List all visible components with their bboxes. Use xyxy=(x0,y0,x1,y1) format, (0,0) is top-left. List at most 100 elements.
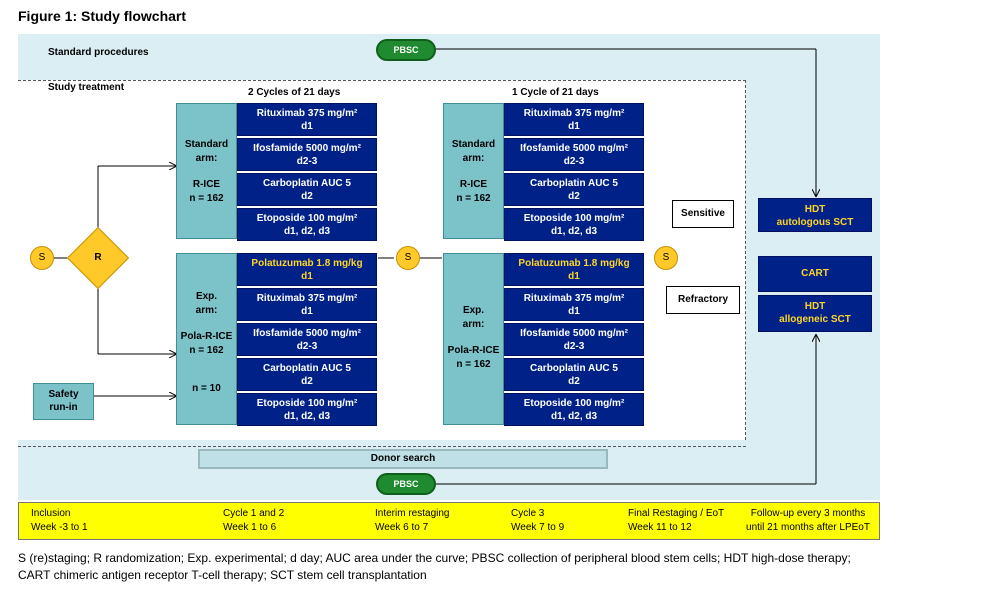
safety-run-in-box: Safety run-in xyxy=(33,383,94,420)
drug-box-etoposide: Etoposide 100 mg/m² d1, d2, d3 xyxy=(237,208,377,241)
drug-box-ifosfamide: Ifosfamide 5000 mg/m² d2-3 xyxy=(237,323,377,356)
hdt-allogeneic-box: HDT allogeneic SCT xyxy=(758,295,872,332)
arm-n: n = 162 xyxy=(456,193,491,204)
hdt-allo-line1: HDT xyxy=(804,301,826,312)
drug-line1: Etoposide 100 mg/m² xyxy=(523,398,625,409)
study-treatment-label: Study treatment xyxy=(48,82,125,93)
hdt-autologous-box: HDT autologous SCT xyxy=(758,198,872,232)
arm-n-safety: n = 10 xyxy=(192,383,221,394)
drug-line1: Rituximab 375 mg/m² xyxy=(523,293,625,304)
arm-name: Exp. xyxy=(195,291,218,302)
drug-box-polatuzumab: Polatuzumab 1.8 mg/kg d1 xyxy=(504,253,644,286)
timeline-follow-up: Follow-up every 3 months until 21 months … xyxy=(739,507,877,535)
drug-line2: d2-3 xyxy=(563,156,585,167)
arm-n: n = 162 xyxy=(456,359,491,370)
drug-line1: Polatuzumab 1.8 mg/kg xyxy=(251,258,363,269)
drug-line1: Etoposide 100 mg/m² xyxy=(256,398,358,409)
safety-line2: run-in xyxy=(49,402,78,413)
timeline-line1: Final Restaging / EoT xyxy=(628,508,725,519)
timeline-line2: Week -3 to 1 xyxy=(31,522,88,533)
figure-caption: S (re)staging; R randomization; Exp. exp… xyxy=(18,550,978,584)
timeline-line1: Inclusion xyxy=(31,508,71,519)
drug-line2: d2-3 xyxy=(296,341,318,352)
arm-name2: arm: xyxy=(195,305,218,316)
drug-line1: Carboplatin AUC 5 xyxy=(530,178,618,189)
arm-n: n = 162 xyxy=(189,345,224,356)
timeline-line1: Follow-up every 3 months xyxy=(750,508,866,519)
staging-s-node: S xyxy=(30,246,54,270)
figure-title: Figure 1: Study flowchart xyxy=(18,8,187,24)
drug-line2: d1, d2, d3 xyxy=(550,411,598,422)
drug-box-carboplatin: Carboplatin AUC 5 d2 xyxy=(237,358,377,391)
drug-line2: d1, d2, d3 xyxy=(283,226,331,237)
randomization-label: R xyxy=(94,252,102,263)
timeline-line2: until 21 months after LPEoT xyxy=(746,522,870,533)
arm-regimen: Pola-R-ICE xyxy=(447,345,500,356)
caption-line1: S (re)staging; R randomization; Exp. exp… xyxy=(18,551,851,565)
drug-line1: Rituximab 375 mg/m² xyxy=(523,108,625,119)
drug-line1: Polatuzumab 1.8 mg/kg xyxy=(518,258,630,269)
timeline-line2: Week 1 to 6 xyxy=(223,522,277,533)
caption-line2: CART chimeric antigen receptor T-cell th… xyxy=(18,568,427,582)
drug-line1: Ifosfamide 5000 mg/m² xyxy=(520,143,628,154)
timeline-line1: Interim restaging xyxy=(375,508,450,519)
arm-name: Exp. xyxy=(462,305,485,316)
drug-line1: Carboplatin AUC 5 xyxy=(263,363,351,374)
drug-line1: Rituximab 375 mg/m² xyxy=(256,108,358,119)
timeline-line1: Cycle 3 xyxy=(511,508,545,519)
arm-name2: arm: xyxy=(195,153,218,164)
donor-search-bar: Donor search xyxy=(198,449,608,469)
arm-regimen: R-ICE xyxy=(459,179,488,190)
arm-regimen: Pola-R-ICE xyxy=(180,331,233,342)
lower-dashed-line xyxy=(18,446,746,447)
drug-line2: d1, d2, d3 xyxy=(283,411,331,422)
arm-name2: arm: xyxy=(462,153,485,164)
timeline-line2: Week 6 to 7 xyxy=(375,522,429,533)
timeline-line2: Week 11 to 12 xyxy=(628,522,692,533)
timeline-cycle-3: Cycle 3 Week 7 to 9 xyxy=(511,507,564,535)
hdt-auto-line1: HDT xyxy=(804,204,826,215)
hdt-allo-line2: allogeneic SCT xyxy=(779,314,851,325)
standard-procedures-label: Standard procedures xyxy=(48,47,149,58)
cart-box: CART xyxy=(758,256,872,292)
drug-line1: Rituximab 375 mg/m² xyxy=(256,293,358,304)
drug-line1: Carboplatin AUC 5 xyxy=(530,363,618,374)
drug-line2: d2-3 xyxy=(296,156,318,167)
left-exp-arm-box: Exp. arm: Pola-R-ICE n = 162 n = 10 xyxy=(176,253,237,425)
drug-box-ifosfamide: Ifosfamide 5000 mg/m² d2-3 xyxy=(504,138,644,171)
cycles-right-label: 1 Cycle of 21 days xyxy=(512,87,599,98)
hdt-auto-line2: autologous SCT xyxy=(776,217,854,228)
timeline-line1: Cycle 1 and 2 xyxy=(223,508,285,519)
pbsc-bottom-node: PBSC xyxy=(376,473,436,495)
drug-line2: d1 xyxy=(301,121,313,132)
drug-box-rituximab: Rituximab 375 mg/m² d1 xyxy=(237,103,377,136)
left-standard-arm-box: Standard arm: R-ICE n = 162 xyxy=(176,103,237,239)
arm-n: n = 162 xyxy=(189,193,224,204)
drug-line1: Etoposide 100 mg/m² xyxy=(523,213,625,224)
drug-line2: d2-3 xyxy=(563,341,585,352)
pbsc-top-node: PBSC xyxy=(376,39,436,61)
staging-s-node: S xyxy=(396,246,420,270)
right-standard-arm-box: Standard arm: R-ICE n = 162 xyxy=(443,103,504,239)
arm-regimen: R-ICE xyxy=(192,179,221,190)
drug-line1: Ifosfamide 5000 mg/m² xyxy=(520,328,628,339)
drug-line1: Etoposide 100 mg/m² xyxy=(256,213,358,224)
refractory-box: Refractory xyxy=(666,286,740,314)
drug-box-ifosfamide: Ifosfamide 5000 mg/m² d2-3 xyxy=(504,323,644,356)
timeline-line2: Week 7 to 9 xyxy=(511,522,565,533)
drug-line2: d1 xyxy=(568,271,580,282)
drug-line2: d2 xyxy=(301,376,313,387)
arm-name: Standard xyxy=(184,139,229,150)
drug-line1: Ifosfamide 5000 mg/m² xyxy=(253,328,361,339)
